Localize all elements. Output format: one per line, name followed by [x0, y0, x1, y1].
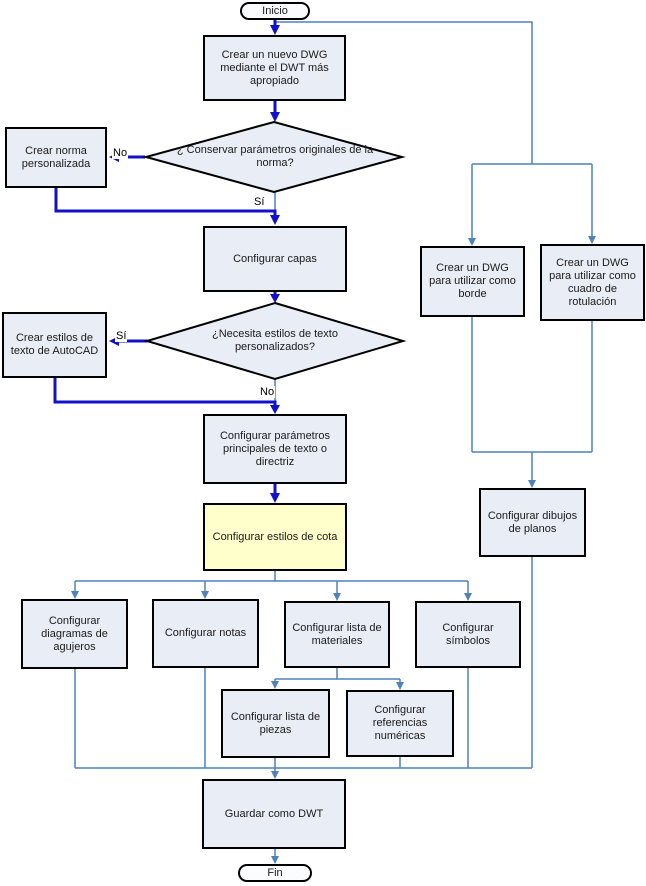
arrow-parametros-icon [270, 405, 280, 414]
step-configurar-simbolos: Configurar símbolos [415, 601, 521, 668]
step-configurar-parametros-texto-label: Configurar parámetros principales de tex… [219, 429, 331, 468]
arrow-agujeros-icon [71, 591, 79, 599]
step-crear-dwg-rotulacion-label: Crear un DWG para utilizar como cuadro d… [549, 256, 636, 308]
step-configurar-referencias-numericas-label: Configurar referencias numéricas [372, 704, 428, 742]
decision-estilos-texto-shape [143, 301, 407, 381]
arrow-decision1-icon [270, 112, 280, 122]
arrow-materiales-icon [333, 593, 341, 601]
arrow-dibujos-icon [528, 480, 536, 488]
step-crear-dwg-borde: Crear un DWG para utilizar como borde [420, 246, 525, 317]
step-guardar-dwt-label: Guardar como DWT [224, 807, 324, 820]
step-configurar-notas: Configurar notas [152, 599, 259, 668]
edge-label-no-params: No [112, 147, 129, 159]
step-crear-estilos-texto: Crear estilos de texto de AutoCAD [2, 312, 107, 378]
arrow-notas-icon [201, 591, 209, 599]
step-crear-estilos-texto-label: Crear estilos de texto de AutoCAD [10, 332, 99, 357]
arrow-borde-icon [468, 238, 476, 246]
arrow-create-dwg-icon [270, 25, 280, 35]
decision-conservar-parametros-shape [142, 120, 406, 194]
edge-start-to-right-branch [275, 21, 533, 164]
flow-start-label: Inicio [262, 4, 288, 17]
decision-estilos-texto-label: ¿Necesita estilos de texto personalizado… [212, 328, 338, 353]
step-configurar-diagramas-agujeros: Configurar diagramas de agujeros [21, 599, 128, 669]
edge-label-si-text: Sí [115, 330, 128, 342]
edge-label-no-text: No [259, 386, 276, 398]
arrow-piezas-icon [271, 681, 279, 689]
step-create-dwg: Crear un nuevo DWG mediante el DWT más a… [203, 35, 346, 101]
step-crear-norma-label: Crear norma personalizada [21, 144, 91, 170]
arrow-capas-icon [270, 215, 280, 225]
step-guardar-dwt: Guardar como DWT [202, 779, 346, 849]
step-configurar-estilos-cota-label: Configurar estilos de cota [212, 530, 338, 543]
flow-end-label: Fin [267, 866, 283, 879]
decision-estilos-texto: ¿Necesita estilos de texto personalizado… [190, 315, 360, 367]
step-configurar-notas-label: Configurar notas [164, 627, 247, 639]
arrow-rotulacion-icon [588, 236, 596, 244]
step-crear-norma: Crear norma personalizada [5, 127, 107, 188]
step-configurar-estilos-cota: Configurar estilos de cota [203, 503, 347, 571]
arrow-decision2-icon [270, 294, 280, 303]
step-configurar-capas: Configurar capas [203, 226, 347, 292]
step-configurar-simbolos-label: Configurar símbolos [442, 621, 494, 647]
step-configurar-lista-piezas-label: Configurar lista de piezas [230, 710, 321, 736]
step-configurar-referencias-numericas: Configurar referencias numéricas [346, 690, 454, 757]
edge-norma-return [54, 188, 277, 216]
edge-estilos-return [53, 378, 277, 406]
step-create-dwg-label: Crear un nuevo DWG mediante el DWT más a… [220, 48, 329, 87]
arrow-simbolos-icon [464, 593, 472, 601]
arrow-guardar-icon [271, 771, 279, 779]
step-configurar-capas-label: Configurar capas [233, 252, 317, 265]
step-crear-dwg-rotulacion: Crear un DWG para utilizar como cuadro d… [540, 244, 645, 321]
decision-conservar-parametros: ¿ Conservar parámetros originales de la … [170, 130, 380, 184]
step-configurar-lista-materiales-label: Configurar lista de materiales [292, 621, 382, 647]
decision-conservar-parametros-label: ¿ Conservar parámetros originales de la … [176, 144, 374, 169]
flow-start: Inicio [240, 2, 310, 20]
arrow-fin-icon [271, 856, 279, 864]
step-configurar-dibujos-planos-label: Configurar dibujos de planos [487, 509, 578, 535]
step-configurar-lista-piezas: Configurar lista de piezas [221, 689, 330, 758]
flow-end: Fin [238, 864, 312, 882]
step-configurar-parametros-texto: Configurar parámetros principales de tex… [203, 414, 347, 484]
arrow-referencias-icon [396, 682, 404, 690]
step-configurar-diagramas-agujeros-label: Configurar diagramas de agujeros [41, 614, 108, 653]
step-crear-dwg-borde-label: Crear un DWG para utilizar como borde [429, 262, 516, 300]
edge-label-si-params: Sí [253, 196, 266, 208]
step-configurar-dibujos-planos: Configurar dibujos de planos [479, 488, 586, 557]
step-configurar-lista-materiales: Configurar lista de materiales [284, 601, 390, 668]
arrow-cota-icon [270, 493, 280, 503]
